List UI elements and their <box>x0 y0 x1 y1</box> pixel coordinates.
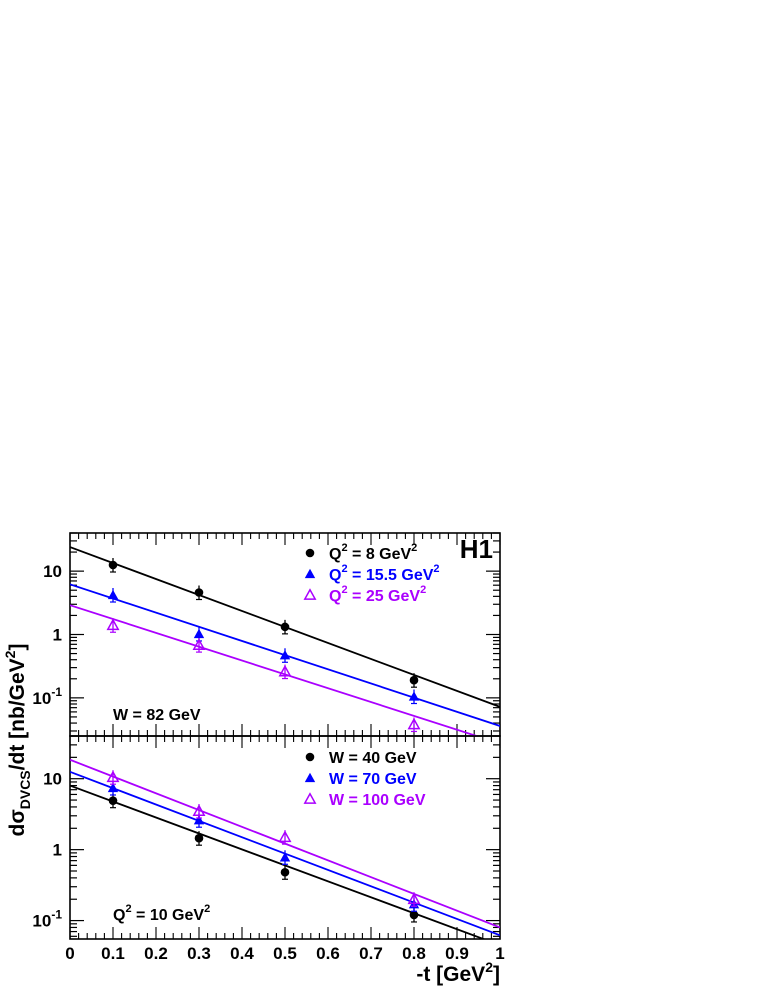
x-tick-label: 0.5 <box>273 944 297 963</box>
bottom-data-point <box>407 892 421 905</box>
x-tick-label: 0.6 <box>316 944 340 963</box>
x-tick-label: 0.7 <box>359 944 383 963</box>
y-axis-label-sub: DVCS <box>17 770 33 809</box>
bottom-panel: 10-1 1 10 0 0.1 0.2 0.3 0.4 0.5 0.6 0.7 0.8 0.9 1 W = … <box>32 735 505 963</box>
x-tick-label: 0 <box>65 944 74 963</box>
bottom-annotation: Q2 = 10 GeV2 <box>113 903 210 924</box>
x-tick-label: 0.3 <box>187 944 211 963</box>
top-legend-label: Q2 = 8 GeV2 <box>329 542 417 563</box>
bottom-legend-marker <box>303 792 317 804</box>
x-tick-label: 1 <box>495 944 504 963</box>
y-axis-label: dσDVCS/dt [nb/GeV2] <box>2 644 33 837</box>
top-legend-marker <box>303 588 317 600</box>
bottom-data-point <box>194 833 204 843</box>
x-tick-label: 0.2 <box>144 944 168 963</box>
bottom-data-point <box>107 782 119 793</box>
top-data-point <box>192 638 206 651</box>
top-y-tick-label: 1 <box>53 626 62 645</box>
top-data-point <box>278 664 292 677</box>
top-data-point <box>106 618 120 631</box>
bottom-legend-label: W = 70 GeV <box>329 771 417 788</box>
y-axis-label-tail: /dt [nb/GeV <box>6 658 29 770</box>
x-tick-label: 0.8 <box>402 944 426 963</box>
x-axis-label-close: ] <box>493 963 500 986</box>
top-y-tick-label: 10 <box>43 562 62 581</box>
top-data-point <box>409 675 419 685</box>
bottom-y-tick-label: 1 <box>53 841 62 860</box>
bottom-legend-marker <box>304 772 316 783</box>
bottom-data-point <box>192 804 206 816</box>
bottom-data-point <box>193 815 205 825</box>
h1-logo: H1 <box>460 534 493 564</box>
top-data-point <box>107 589 119 600</box>
top-data-point <box>108 560 118 570</box>
bottom-data-point <box>279 852 291 862</box>
x-tick-label: 0.1 <box>101 944 125 963</box>
top-annotation: W = 82 GeV <box>113 707 201 724</box>
top-data-point <box>408 691 420 701</box>
top-legend-label: Q2 = 25 GeV2 <box>329 584 426 605</box>
bottom-legend-label: W = 100 GeV <box>329 792 426 809</box>
bottom-legend-marker <box>305 752 315 762</box>
x-tick-label: 0.4 <box>230 944 254 963</box>
x-tick-label: 0.9 <box>445 944 469 963</box>
bottom-data-point <box>409 910 419 920</box>
top-data-point <box>194 588 204 597</box>
top-legend-label: Q2 = 15.5 GeV2 <box>329 563 440 584</box>
top-y-tick-label: 10-1 <box>32 685 62 708</box>
y-axis-label-sup: 2 <box>2 650 18 658</box>
bottom-y-tick-label: 10 <box>43 770 62 789</box>
bottom-data-point <box>280 867 290 877</box>
x-axis-label: -t [GeV2] <box>416 959 500 986</box>
top-data-point <box>279 650 291 660</box>
x-axis-label-main: -t [GeV <box>416 963 485 986</box>
top-data-point <box>407 717 421 730</box>
bottom-y-tick-label: 10-1 <box>32 908 62 931</box>
x-axis-label-sup: 2 <box>485 959 493 975</box>
top-data-point <box>193 628 205 639</box>
y-axis-label-main: dσ <box>6 809 29 836</box>
y-axis-label-close: ] <box>6 644 29 651</box>
bottom-data-point <box>106 770 120 783</box>
top-legend-marker <box>304 568 316 579</box>
top-legend-marker <box>305 548 315 558</box>
bottom-data-point <box>108 796 118 805</box>
bottom-data-point <box>278 830 292 843</box>
bottom-legend-label: W = 40 GeV <box>329 750 417 767</box>
top-data-point <box>280 622 290 632</box>
